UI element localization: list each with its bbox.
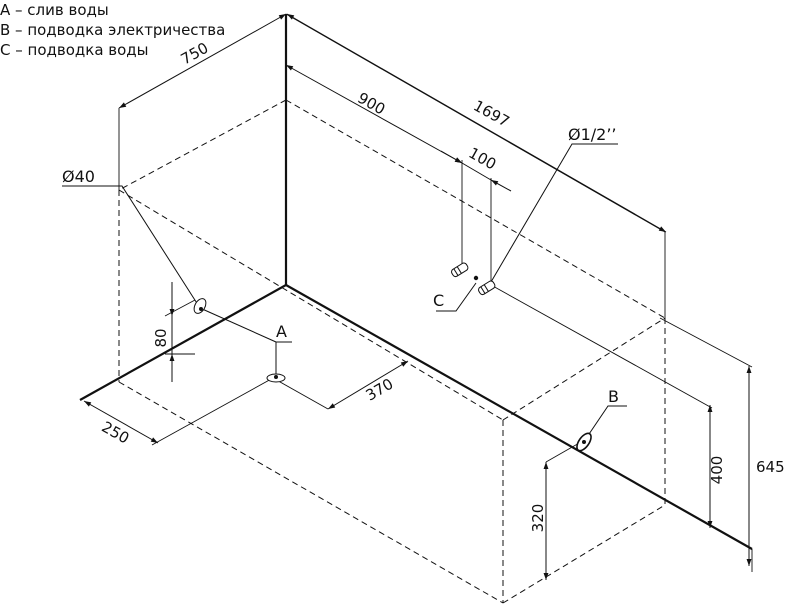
fixtures — [193, 262, 592, 452]
legend-item-b: B – подводка электричества — [0, 21, 226, 39]
pipe-diameter-label: Ø1/2’’ — [568, 125, 617, 144]
dim-80-label: 80 — [152, 328, 170, 347]
leader-c — [436, 282, 477, 312]
bathtub-outline — [118, 99, 666, 604]
dim-line-370 — [327, 360, 409, 410]
wall-edges — [79, 14, 753, 550]
drain-label-a: A — [276, 322, 287, 341]
drain-diameter-label: Ø40 — [62, 167, 95, 186]
dim-line-1697 — [286, 13, 667, 233]
legend-item-a: A – слив воды — [0, 1, 109, 19]
dim-400-label: 400 — [708, 456, 726, 485]
overflow-hole-icon — [193, 298, 207, 314]
leader-pipe-diameter — [490, 143, 618, 283]
leader-b — [584, 405, 627, 441]
water-supply-point — [473, 275, 479, 281]
dim-900-label: 900 — [355, 89, 389, 119]
water-inlet-right-icon — [478, 280, 496, 296]
dim-line-100 — [461, 162, 492, 181]
legend-item-c: C – подводка воды — [0, 41, 149, 59]
water-label-c: C — [433, 291, 444, 310]
short-wall-floor-edge — [79, 284, 287, 401]
dim-320-label: 320 — [529, 504, 547, 533]
electrical-label-b: B — [608, 387, 619, 406]
legend: A – слив воды B – подводка электричества… — [0, 0, 225, 60]
leader-lines — [62, 143, 627, 441]
leader-drain-diameter — [62, 185, 201, 309]
dim-645-label: 645 — [756, 458, 785, 476]
long-wall-floor-edge — [285, 284, 753, 550]
dim-line-250 — [83, 400, 159, 444]
dim-1697-label: 1697 — [470, 96, 512, 130]
dim-250-label: 250 — [99, 418, 133, 448]
water-inlet-left-icon — [451, 262, 469, 278]
dim-line-750 — [118, 13, 287, 109]
dimension-lines — [83, 13, 752, 580]
dim-370-label: 370 — [363, 375, 397, 405]
dim-100-label: 100 — [466, 144, 500, 174]
